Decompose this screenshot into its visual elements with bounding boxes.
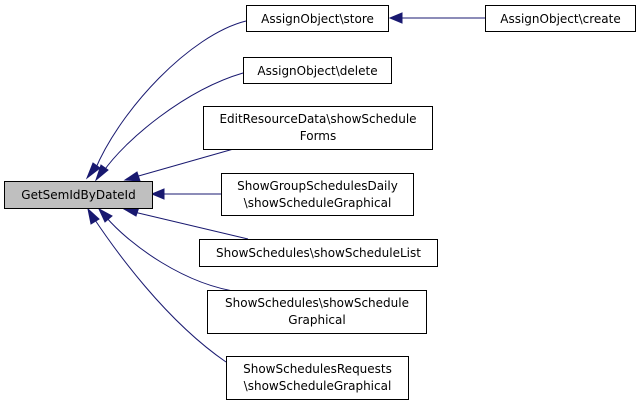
edge-editresourcedata-to-getsemid [134,147,238,178]
edge-showschedulesrequests-to-getsemid [92,216,227,363]
edge-arrowhead [87,207,100,225]
node-label: AssignObject\create [500,12,621,26]
node-label-line-1: ShowSchedulesRequests [243,362,392,376]
node-getsemidbydateid[interactable]: GetSemIdByDateId [4,181,153,209]
edge-arrowhead [123,171,141,182]
edge-arrowhead [388,12,403,24]
edge-arrowhead [85,162,101,180]
node-showgroupschedulesdaily-showschedulegraphical[interactable]: ShowGroupSchedulesDaily \showScheduleGra… [221,173,414,216]
node-editresourcedata-showscheduleforms[interactable]: EditResourceData\showSchedule Forms [203,106,433,150]
edge-arrowhead [94,164,109,182]
node-label-line-1: ShowSchedules\showSchedule [225,296,409,310]
edge-arrowhead [150,188,165,200]
node-label-line-2: Forms [300,129,336,143]
node-label-line-2: \showScheduleGraphical [244,196,392,210]
node-showschedulesrequests-showschedulegraphical[interactable]: ShowSchedulesRequests \showScheduleGraph… [226,356,409,400]
edge-delete-to-getsemid [102,72,244,173]
node-showschedules-showschedulegraphical[interactable]: ShowSchedules\showSchedule Graphical [207,290,427,334]
node-label-line-1: ShowGroupSchedulesDaily [237,179,398,193]
edge-store-to-getsemid [94,20,247,171]
edge-showschedulegraphical-to-getsemid [105,216,241,293]
node-label-line-2: Graphical [288,313,345,327]
edges [85,12,485,363]
nodes: GetSemIdByDateId AssignObject\store Assi… [4,5,636,400]
node-label-line-1: EditResourceData\showSchedule [219,112,416,126]
edge-showschedulelist-to-getsemid [133,211,249,240]
node-showschedules-showschedulelist[interactable]: ShowSchedules\showScheduleList [199,239,438,267]
node-label: AssignObject\delete [257,64,377,78]
edge-arrowhead [97,207,113,223]
node-assignobject-store[interactable]: AssignObject\store [246,5,389,32]
node-label: ShowSchedules\showScheduleList [216,246,421,260]
node-label-line-2: \showScheduleGraphical [244,379,392,393]
node-assignobject-create[interactable]: AssignObject\create [485,5,636,32]
node-assignobject-delete[interactable]: AssignObject\delete [243,57,392,84]
node-label: AssignObject\store [261,12,374,26]
node-label: GetSemIdByDateId [21,188,135,202]
